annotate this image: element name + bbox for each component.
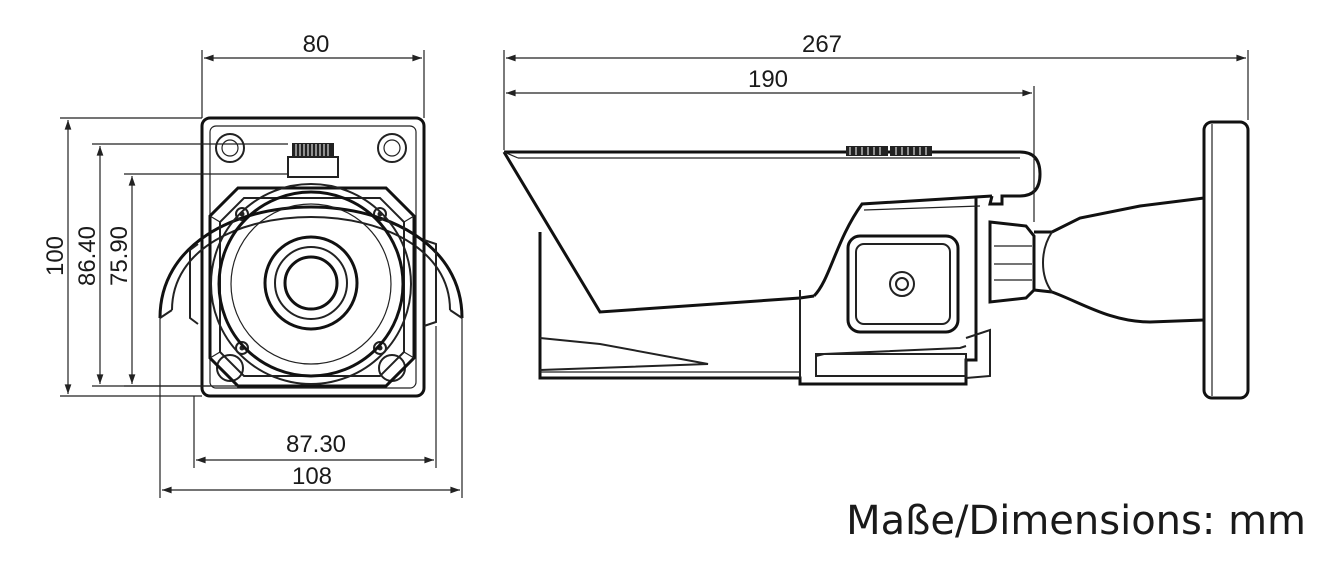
dimensions-caption: Maße/Dimensions: mm: [846, 498, 1306, 544]
lens: [210, 183, 412, 385]
front-view: 80 100 86.40 75.90 87.30 108: [42, 31, 464, 498]
dim-front-width-total: 108: [292, 463, 332, 490]
side-view: 267 190: [502, 31, 1250, 400]
housing-screws: [235, 207, 387, 355]
side-access-panel: [846, 234, 960, 334]
mount-plate: [200, 116, 426, 398]
side-camera-body: [538, 196, 978, 386]
sun-shield: [158, 205, 464, 319]
dim-front-height-total: 100: [42, 236, 69, 276]
mount-arm: [1034, 196, 1205, 234]
dim-front-height-mid: 86.40: [74, 226, 101, 286]
dim-side-length-body: 190: [748, 66, 788, 93]
mount-joint: [988, 220, 1036, 304]
dim-front-height-inner: 75.90: [106, 226, 133, 286]
dim-front-width-inner: 87.30: [286, 431, 346, 458]
dim-front-top-width: 80: [303, 31, 330, 58]
wall-plate: [1202, 120, 1250, 400]
dim-side-length-total: 267: [802, 31, 842, 58]
side-sun-shield: [504, 150, 1042, 206]
camera-housing: [208, 186, 416, 388]
